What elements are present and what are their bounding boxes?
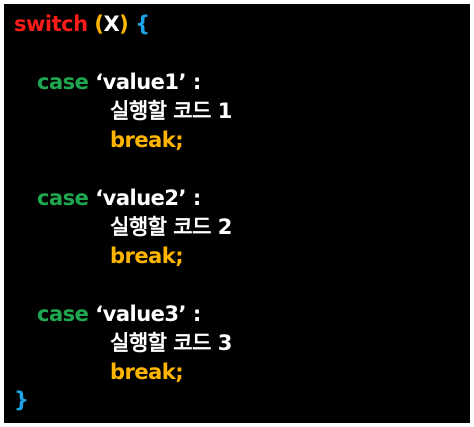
case-keyword: case (37, 186, 89, 210)
case-body-3: 실행할 코드 3 (110, 331, 232, 355)
case-value: ‘value1’ (95, 70, 187, 94)
close-paren: ) (119, 12, 129, 36)
code-block: switch (X) { case ‘value1’ : 실행할 코드 1 br… (4, 4, 470, 423)
case-colon: : (192, 70, 201, 94)
case-colon: : (192, 186, 201, 210)
open-paren: ( (94, 12, 104, 36)
switch-keyword: switch (14, 12, 88, 36)
case-value: ‘value3’ (95, 302, 187, 326)
switch-line: switch (X) { (14, 10, 150, 38)
break-statement-3: break; (110, 360, 184, 384)
case-body-1: 실행할 코드 1 (110, 99, 232, 123)
case-line-3: case ‘value3’ : (37, 300, 201, 328)
case-line-2: case ‘value2’ : (37, 184, 201, 212)
switch-variable: X (103, 12, 120, 36)
case-keyword: case (37, 302, 89, 326)
break-statement-2: break; (110, 244, 184, 268)
case-keyword: case (37, 70, 89, 94)
open-brace: { (135, 12, 150, 36)
close-brace: } (14, 388, 29, 412)
break-statement-1: break; (110, 128, 184, 152)
case-line-1: case ‘value1’ : (37, 68, 201, 96)
case-colon: : (192, 302, 201, 326)
case-value: ‘value2’ (95, 186, 187, 210)
case-body-2: 실행할 코드 2 (110, 215, 232, 239)
